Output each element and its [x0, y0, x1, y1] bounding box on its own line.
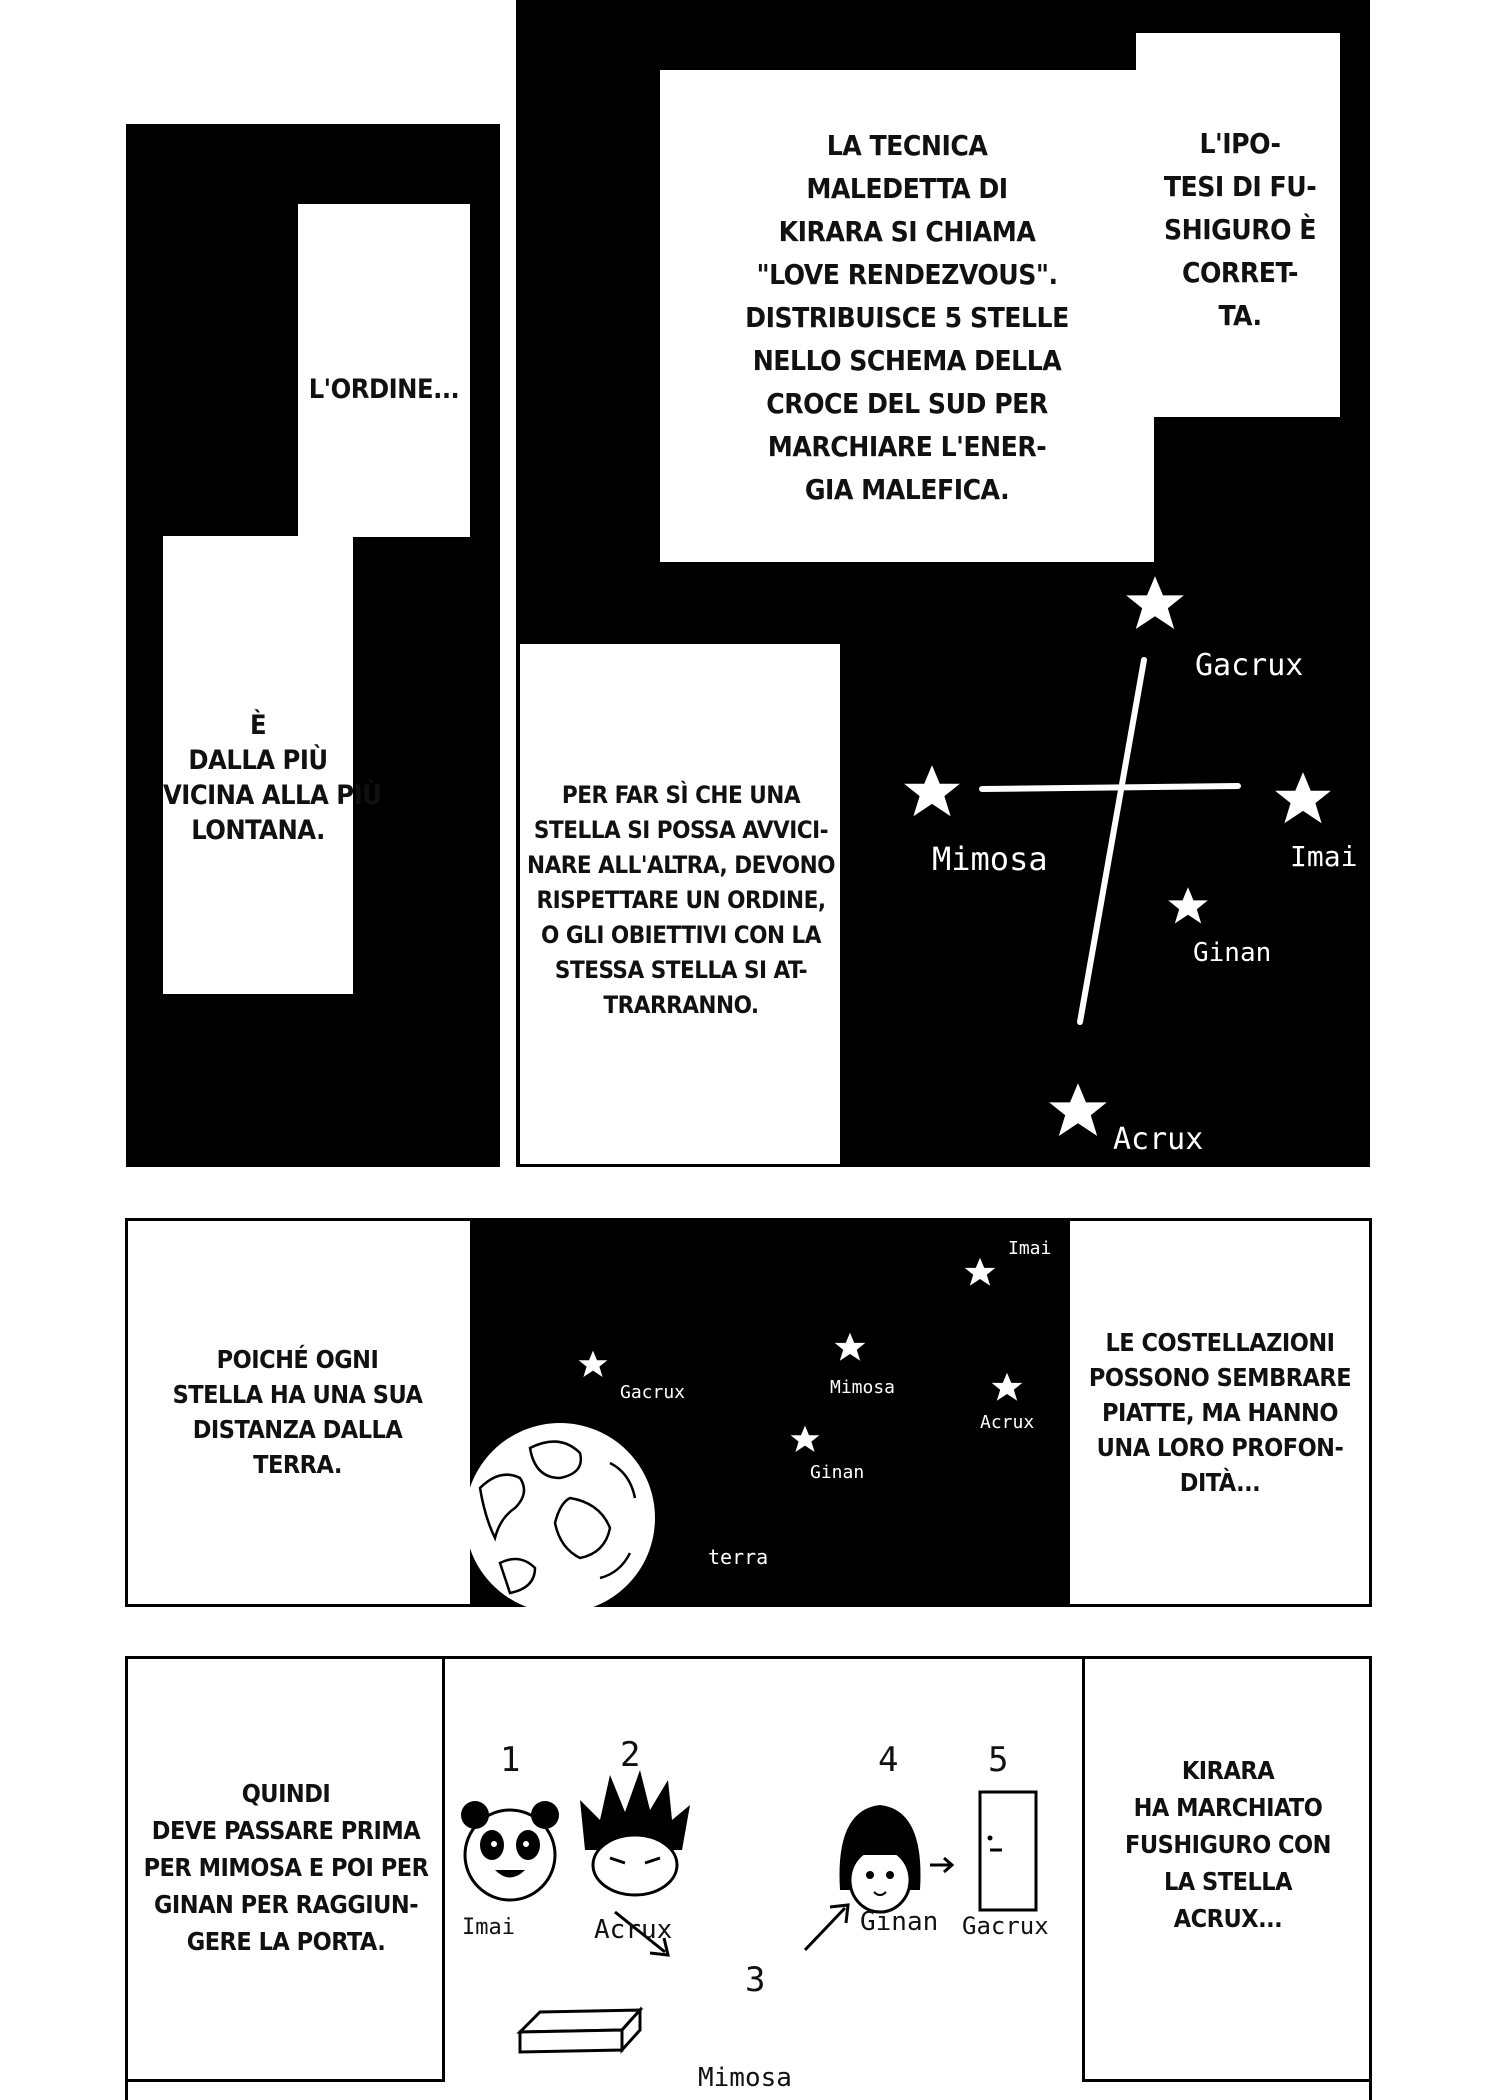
caption-box-marked: [1082, 1656, 1372, 2082]
space-label-mimosa: Mimosa: [830, 1377, 896, 1398]
caption-box-connector: [298, 536, 353, 586]
door-icon: [978, 1790, 1038, 1912]
cross-vertical-line: [1077, 657, 1147, 1025]
label-ginan: Ginan: [1193, 938, 1272, 968]
space-label-gacrux: Gacrux: [620, 1382, 686, 1403]
caption-technique: LA TECNICA MALEDETTA DI KIRARA SI CHIAMA…: [745, 129, 1069, 506]
space-stars: [578, 1257, 1023, 1452]
star-ginan-icon: [1168, 887, 1208, 924]
caption-hypothesis: L'IPO- TESI DI FU- SHIGURO È CORRET- TA.: [1163, 127, 1317, 332]
step-3-number: 3: [745, 1960, 766, 2000]
caption-distance: POICHÉ OGNI STELLA HA UNA SUA DISTANZA D…: [172, 1345, 423, 1479]
caption-box-order: [298, 204, 470, 537]
step-2-label: Acrux: [594, 1915, 673, 1945]
step-4-number: 4: [878, 1740, 899, 1780]
brick-icon: [516, 2006, 644, 2054]
cross-horizontal-line: [979, 783, 1241, 792]
step-4-label: Ginan: [860, 1907, 939, 1937]
space-label-acrux: Acrux: [980, 1412, 1035, 1433]
step-2-number: 2: [620, 1735, 641, 1775]
arrow-right-icon: [930, 1856, 955, 1874]
caption-box-hypothesis: [1136, 33, 1340, 417]
spiky-hair-head-icon: [580, 1770, 690, 1897]
panda-head-icon: [461, 1801, 559, 1902]
caption-order-rules: PER FAR SÌ CHE UNA STELLA SI POSSA AVVIC…: [527, 781, 835, 1019]
caption-depth: LE COSTELLAZIONI POSSONO SEMBRARE PIATTE…: [1088, 1328, 1352, 1497]
star-acrux-icon: [1049, 1083, 1107, 1136]
caption-order-intro: L'ORDINE...: [308, 374, 460, 405]
space-label-earth: terra: [708, 1545, 769, 1569]
arrow-up-right-icon: [803, 1903, 850, 1952]
arrow-down-right-icon: [614, 1910, 670, 1957]
small-star-acrux-icon: [991, 1372, 1023, 1401]
label-mimosa: Mimosa: [932, 840, 1048, 878]
step-sequence-drawing: [461, 1770, 1038, 2054]
star-imai-icon: [1275, 772, 1331, 824]
caption-path: QUINDI DEVE PASSARE PRIMA PER MIMOSA E P…: [143, 1779, 429, 1956]
space-scene: [470, 1218, 1070, 1607]
label-imai: Imai: [1290, 840, 1358, 873]
southern-cross-diagram: [904, 576, 1331, 1136]
step-5-label: Gacrux: [962, 1912, 1049, 1940]
caption-box-technique: [660, 70, 1154, 562]
girl-head-icon: [839, 1805, 921, 1914]
small-star-mimosa-icon: [834, 1332, 866, 1361]
step-1-number: 1: [500, 1740, 521, 1780]
step-5-number: 5: [988, 1740, 1009, 1780]
step-3-label: Mimosa: [698, 2063, 792, 2093]
caption-box-rules: [520, 644, 840, 1164]
step-1-label: Imai: [462, 1915, 515, 1940]
small-star-imai-icon: [964, 1257, 996, 1286]
earth-icon: [470, 1423, 655, 1607]
caption-nearest-farthest: È DALLA PIÙ VICINA ALLA PIÙ LONTANA.: [163, 710, 382, 846]
small-star-gacrux-icon: [578, 1350, 608, 1377]
star-mimosa-icon: [904, 765, 960, 817]
space-label-imai: Imai: [1008, 1238, 1052, 1259]
space-label-ginan: Ginan: [810, 1462, 865, 1483]
caption-marked: KIRARA HA MARCHIATO FUSHIGURO CON LA STE…: [1125, 1756, 1331, 1933]
caption-box-nearest: [163, 536, 353, 994]
star-gacrux-icon: [1126, 576, 1184, 629]
caption-box-path: [125, 1656, 445, 2082]
small-star-ginan-icon: [790, 1425, 820, 1452]
label-gacrux: Gacrux: [1195, 648, 1304, 683]
label-acrux: Acrux: [1113, 1122, 1204, 1157]
